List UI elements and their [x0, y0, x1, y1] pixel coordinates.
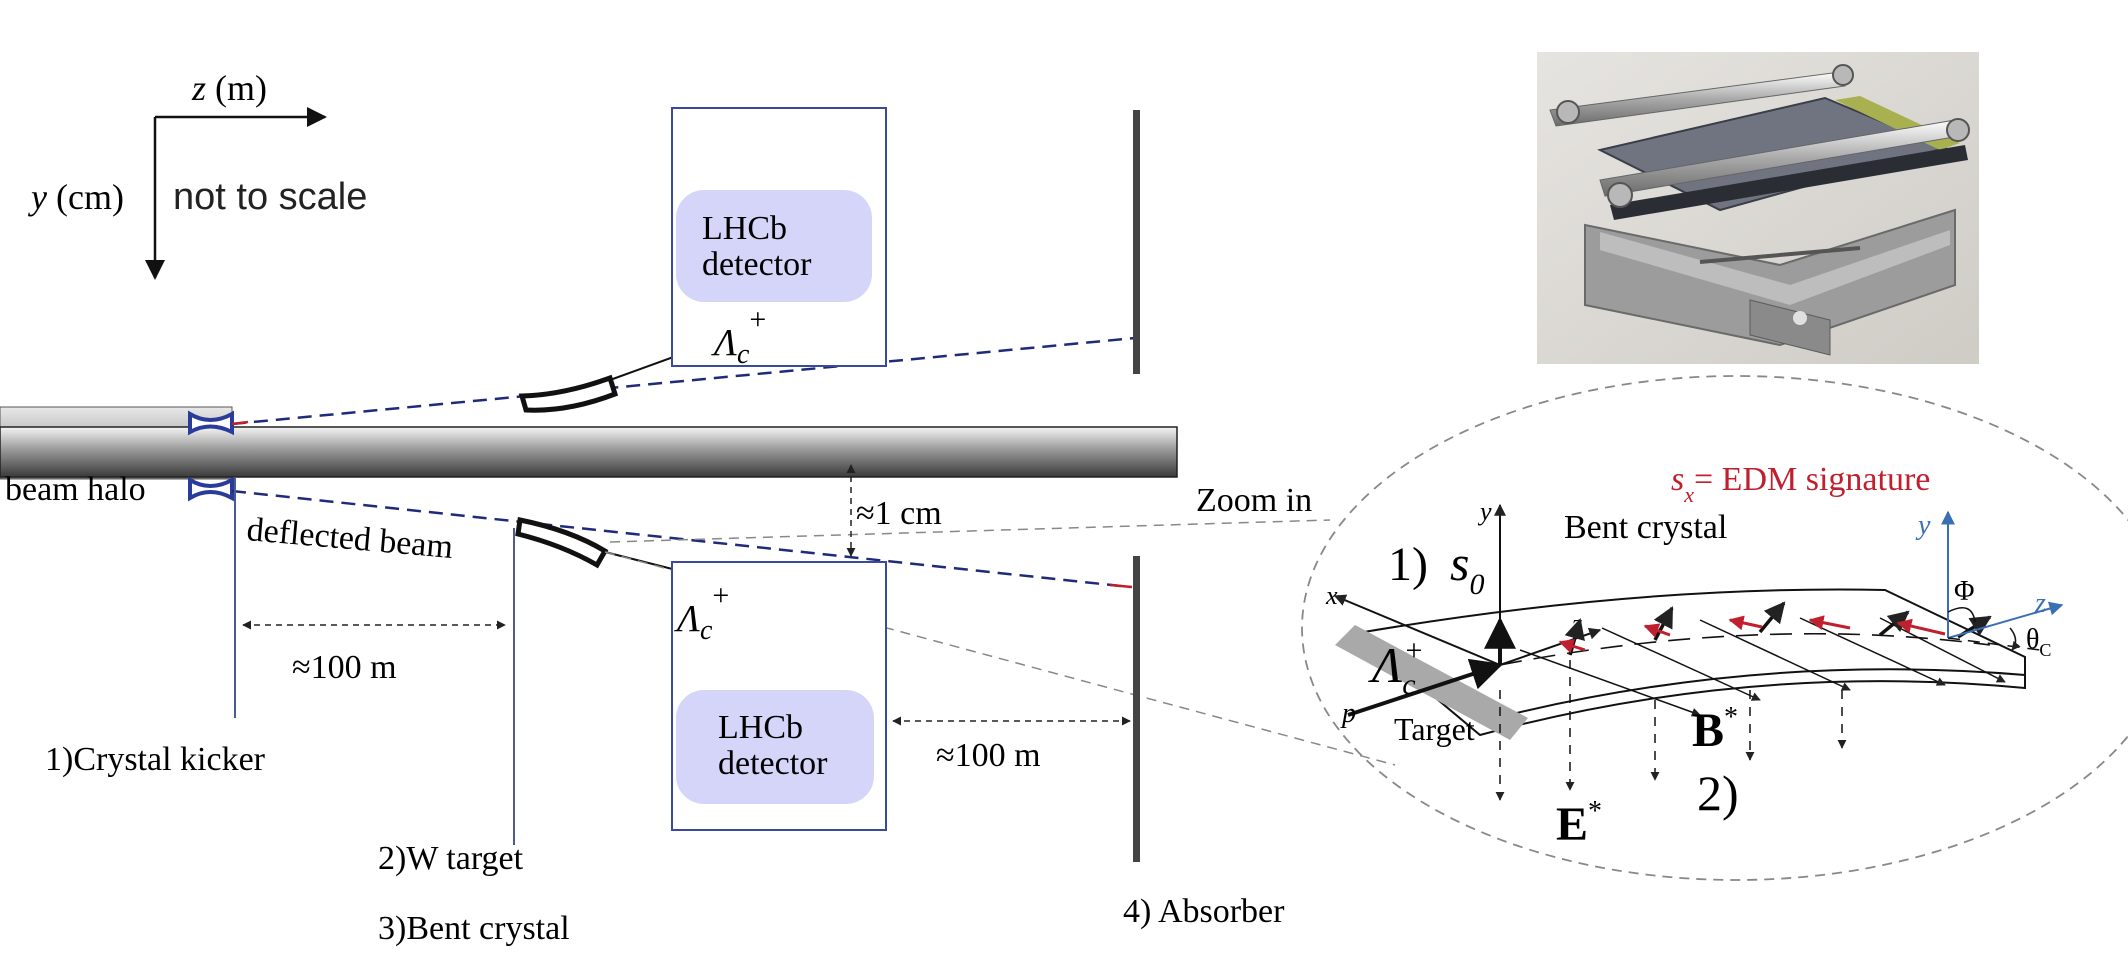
bent-crystal-lower [515, 517, 609, 569]
zoom-axis-y-label: y [1477, 497, 1492, 526]
step-1-label: 1) [1388, 538, 1428, 591]
zoom-x-axis [1333, 594, 1501, 666]
absorber-upper [1133, 110, 1140, 374]
crystal-kicker-label: 1)Crystal kicker [45, 741, 266, 778]
zoom-ellipse [1301, 375, 2128, 881]
proton-arrow [1347, 658, 1504, 717]
zoom-in-panel: Zoom in sx= EDM signature Bent crystal y… [1196, 375, 2128, 881]
absorber-label: 4) Absorber [1123, 893, 1285, 930]
lambda-c-upper: Λc+ [711, 303, 766, 370]
w-target-label: 2)W target [378, 840, 524, 877]
zoom-bent-crystal-label: Bent crystal [1564, 509, 1727, 546]
distance-beam-gap-label: ≈1 cm [856, 495, 942, 532]
distance-kicker-target-label: ≈100 m [292, 649, 397, 686]
theta-label: θC [2026, 624, 2051, 660]
step-2-label: 2) [1697, 765, 1739, 821]
zoom-axis-y2-label: y [1915, 510, 1931, 541]
zoom-guide-upper [609, 519, 1331, 543]
distance-detector-absorber-label: ≈100 m [936, 737, 1041, 774]
zoom-in-label: Zoom in [1196, 482, 1312, 519]
zoom-crystal-slab [1355, 588, 2026, 737]
proton-label: p [1340, 698, 1356, 729]
s0-label: s0 [1450, 535, 1484, 601]
theta-angle-arc [2009, 627, 2021, 651]
deflected-beam-lines [231, 336, 1136, 589]
detector-lower-line2: detector [718, 745, 828, 782]
zoom-lambda-label: Λc+ [1368, 634, 1422, 701]
detector-upper-line2: detector [702, 246, 812, 283]
bent-crystal-upper [518, 374, 619, 413]
edm-signature-label: sx= EDM signature [1671, 461, 1930, 507]
phi-label: Φ [1954, 576, 1974, 607]
z-axis-label: z (m) [191, 68, 267, 108]
deflected-beam-label: deflected beam [245, 511, 454, 566]
b-field-label: B* [1692, 702, 1738, 757]
beam-pipe-body [0, 426, 1178, 478]
zoom-target-label: Target [1394, 711, 1475, 747]
lhcb-detector-upper: LHCb detector Λc+ [671, 107, 887, 370]
detector-lower-line1: LHCb [718, 709, 803, 746]
lambda-c-lower: Λc+ [674, 579, 729, 646]
zoom-right-z-axis [1947, 601, 2064, 639]
zoom-target [1335, 625, 1528, 740]
detector-upper-line1: LHCb [702, 210, 787, 247]
zoom-axis-z2-label: z [2034, 588, 2046, 619]
crystal-kicker [188, 410, 234, 502]
scale-note: not to scale [173, 176, 367, 218]
lhcb-detector-lower: LHCb detector Λc+ [671, 561, 887, 831]
beam-pipe [0, 406, 1178, 480]
y-axis-label: y (cm) [28, 177, 124, 217]
coordinate-axes: z (m) y (cm) not to scale [28, 68, 367, 280]
bent-crystal-photo [1537, 52, 1979, 364]
e-field-label: E* [1556, 796, 1602, 851]
beam-halo-label: beam halo [5, 471, 146, 508]
phi-angle-arc [1947, 607, 1976, 623]
absorber-lower [1133, 556, 1140, 862]
bent-crystal-label: 3)Bent crystal [378, 910, 570, 947]
zoom-axis-x-label: x [1325, 581, 1338, 610]
